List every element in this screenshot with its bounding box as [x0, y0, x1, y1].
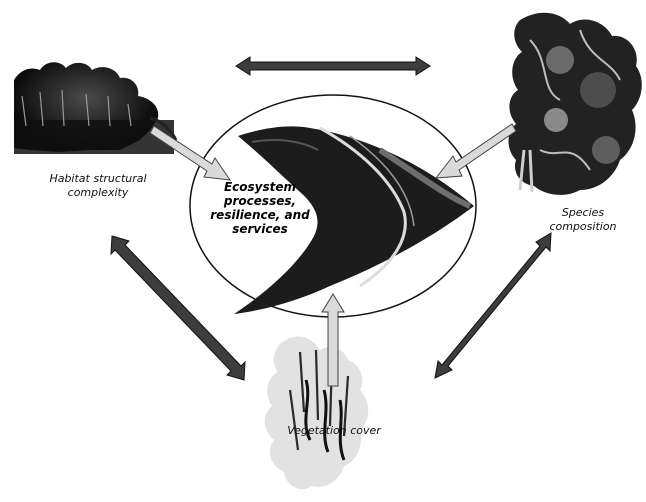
seagrass-icon	[265, 336, 369, 489]
top-double-arrow	[236, 57, 430, 75]
habitat-label: Habitat structural complexity	[28, 172, 168, 200]
ecosystem-label: Ecosystem processes, resilience, and ser…	[200, 180, 320, 236]
vegetation-label: Vegetation cover	[270, 424, 398, 438]
forest-icon	[14, 62, 176, 154]
species-label: Species composition	[528, 206, 638, 234]
reef-icon	[509, 13, 642, 195]
